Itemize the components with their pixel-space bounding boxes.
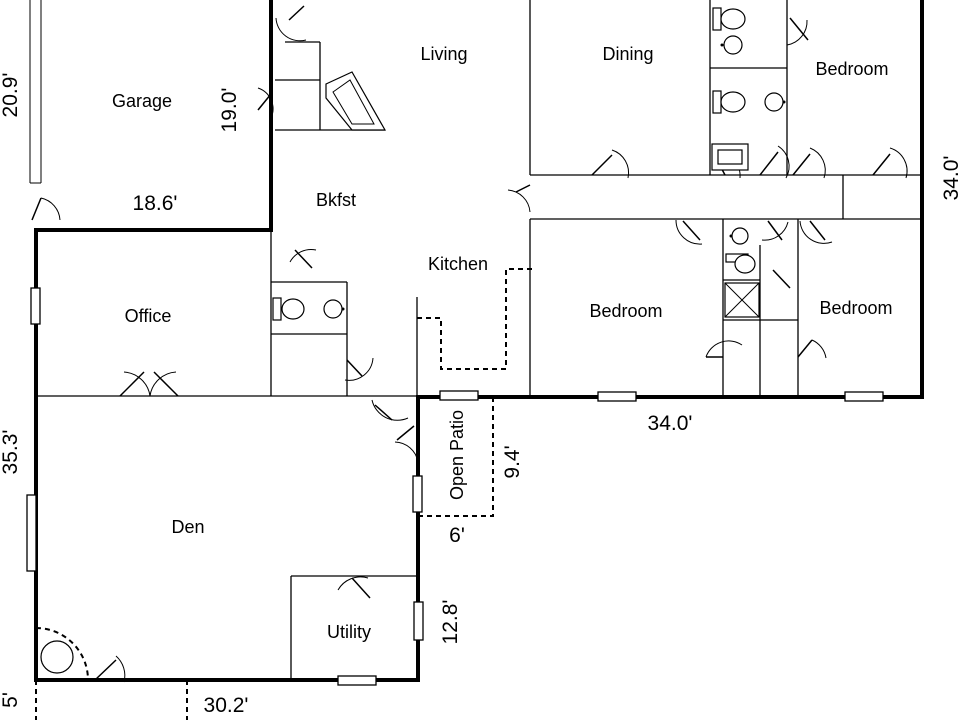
interior-walls	[36, 0, 922, 680]
dashed-outlines	[35, 268, 532, 720]
room-label-bedroom-center: Bedroom	[589, 301, 662, 321]
room-label-garage: Garage	[112, 91, 172, 111]
room-label-dining: Dining	[602, 44, 653, 64]
room-label-den: Den	[171, 517, 204, 537]
room-label-living: Living	[420, 44, 467, 64]
fireplace	[325, 71, 387, 131]
sink-icon	[323, 299, 345, 319]
toilet-icon	[725, 253, 756, 274]
dimension-utility-depth: 12.8'	[439, 600, 462, 645]
toilet-icon	[712, 7, 746, 31]
dimension-right-side: 34.0'	[940, 156, 960, 201]
room-label-bedroom-ne: Bedroom	[815, 59, 888, 79]
toilet-icon	[712, 90, 746, 114]
fixtures	[40, 7, 786, 674]
tub-icon	[711, 143, 749, 171]
window	[412, 475, 423, 513]
room-label-utility: Utility	[327, 622, 371, 642]
dimension-den-width: 30.2'	[204, 694, 249, 717]
doors	[31, 5, 908, 683]
sink-icon	[720, 35, 743, 55]
dimension-patio-width: 6'	[449, 524, 465, 547]
room-label-open-patio: Open Patio	[447, 410, 467, 500]
window	[597, 391, 637, 402]
sink-icon	[764, 92, 786, 112]
window	[844, 391, 884, 402]
sink-icon	[729, 227, 749, 245]
dimension-left-main: 35.3'	[0, 430, 22, 475]
dimension-patio-depth: 9.4'	[501, 445, 524, 478]
room-labels: Garage Living Dining Bedroom Bkfst Kitch…	[112, 44, 893, 642]
room-label-bkfst: Bkfst	[316, 190, 356, 210]
dimension-left-top: 20.9'	[0, 73, 22, 118]
garage-left-wall	[29, 0, 42, 184]
toilet-icon	[272, 297, 305, 321]
window	[439, 390, 479, 401]
shower-icon	[724, 282, 760, 318]
dimension-garage-depth: 19.0'	[218, 88, 241, 133]
room-label-bedroom-east: Bedroom	[819, 298, 892, 318]
window	[337, 675, 377, 686]
room-label-kitchen: Kitchen	[428, 254, 488, 274]
room-label-office: Office	[125, 306, 172, 326]
windows	[26, 287, 884, 686]
window	[26, 494, 37, 572]
dimension-labels: 18.6' 19.0' 20.9' 35.3' 5' 34.0' 34.0' 9…	[0, 73, 960, 717]
window	[413, 601, 424, 641]
window	[30, 287, 41, 325]
dimension-bedroom-wing-width: 34.0'	[648, 412, 693, 435]
dimension-left-bottom: 5'	[0, 692, 22, 708]
water-heater-icon	[40, 640, 74, 674]
dimension-garage-width: 18.6'	[133, 192, 178, 215]
